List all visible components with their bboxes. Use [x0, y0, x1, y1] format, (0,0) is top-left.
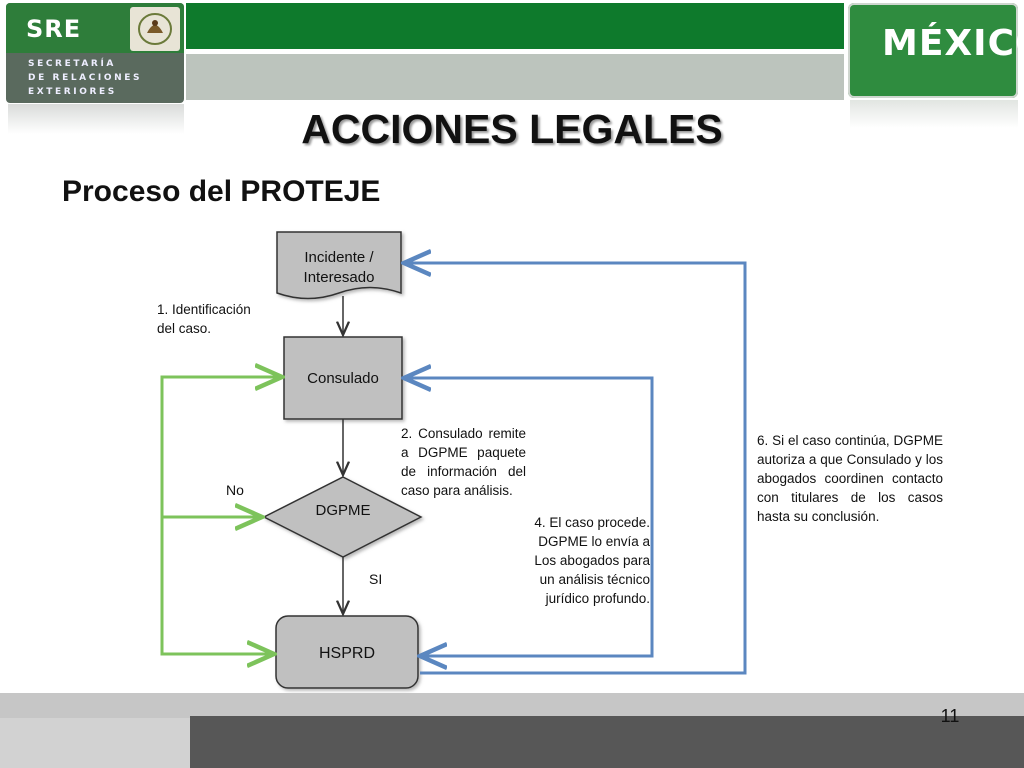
note-step2-line: caso para análisis.	[401, 483, 513, 498]
sre-logo: SRE SECRETARÍA DE RELACIONES EXTERIORES	[6, 3, 184, 103]
node-consulado-shape	[283, 336, 403, 420]
footer-light-bar	[0, 693, 1024, 718]
note-step2-line: de información del	[401, 464, 526, 479]
note-step6: 6. Si el caso continúa, DGPME autoriza a…	[757, 431, 943, 526]
node-consulado-label: Consulado	[307, 370, 379, 387]
blue-arrow-hsprd-to-incidente	[404, 263, 747, 675]
page-number: 11	[940, 706, 960, 726]
note-step4-line: 4. El caso procede.	[534, 515, 650, 530]
node-hsprd-label: HSPRD	[319, 645, 375, 662]
mexico-logo-reflection	[850, 100, 1018, 128]
note-step4-line: DGPME lo envía a	[538, 534, 650, 549]
sre-line-3: EXTERIORES	[28, 87, 117, 97]
node-dgpme-label: DGPME	[315, 502, 370, 519]
edge-label-no: No	[226, 482, 244, 498]
note-step4-line: jurídico profundo.	[545, 591, 650, 606]
node-incidente-label-1: Incidente /	[304, 249, 374, 266]
note-step1: 1. Identificación del caso.	[157, 300, 267, 338]
sre-line-1: SECRETARÍA	[28, 59, 116, 69]
note-step6-line: abogados coordinen contacto	[757, 471, 943, 486]
note-step2-line: a DGPME paquete	[401, 445, 526, 460]
header-gray-bar	[186, 54, 844, 100]
sre-line-2: DE RELACIONES	[28, 73, 143, 83]
mexico-label: MÉXICO	[882, 23, 1024, 64]
page-title: ACCIONES LEGALES	[301, 106, 723, 152]
header-green-bar	[186, 3, 844, 49]
coat-of-arms-icon	[130, 7, 180, 51]
note-step2-line: 2. Consulado remite	[401, 426, 526, 441]
note-step6-line: con titulares de los casos	[757, 490, 943, 505]
node-incidente-label-2: Interesado	[304, 269, 375, 286]
node-incidente-shape	[276, 231, 402, 300]
note-step4-line: un análisis técnico	[539, 572, 650, 587]
page-subtitle: Proceso del PROTEJE	[62, 175, 381, 208]
mexico-logo: MÉXICO	[848, 3, 1024, 98]
note-step1-line: 1. Identificación	[157, 302, 251, 317]
note-step1-line: del caso.	[157, 321, 212, 336]
note-step4: 4. El caso procede. DGPME lo envía a Los…	[520, 513, 650, 608]
footer-left-block	[0, 718, 190, 768]
edge-label-si: SI	[369, 571, 383, 587]
note-step4-line: Los abogados para	[534, 553, 650, 568]
sre-abbr: SRE	[26, 15, 82, 43]
note-step6-line: autoriza a que Consulado y los	[757, 452, 943, 467]
note-step6-line: hasta su conclusión.	[757, 509, 880, 524]
note-step6-line: 6. Si el caso continúa, DGPME	[757, 433, 943, 448]
footer-dark-bar	[190, 716, 1024, 768]
note-step2: 2. Consulado remite a DGPME paquete de i…	[401, 424, 526, 500]
logo-reflection	[8, 104, 184, 134]
